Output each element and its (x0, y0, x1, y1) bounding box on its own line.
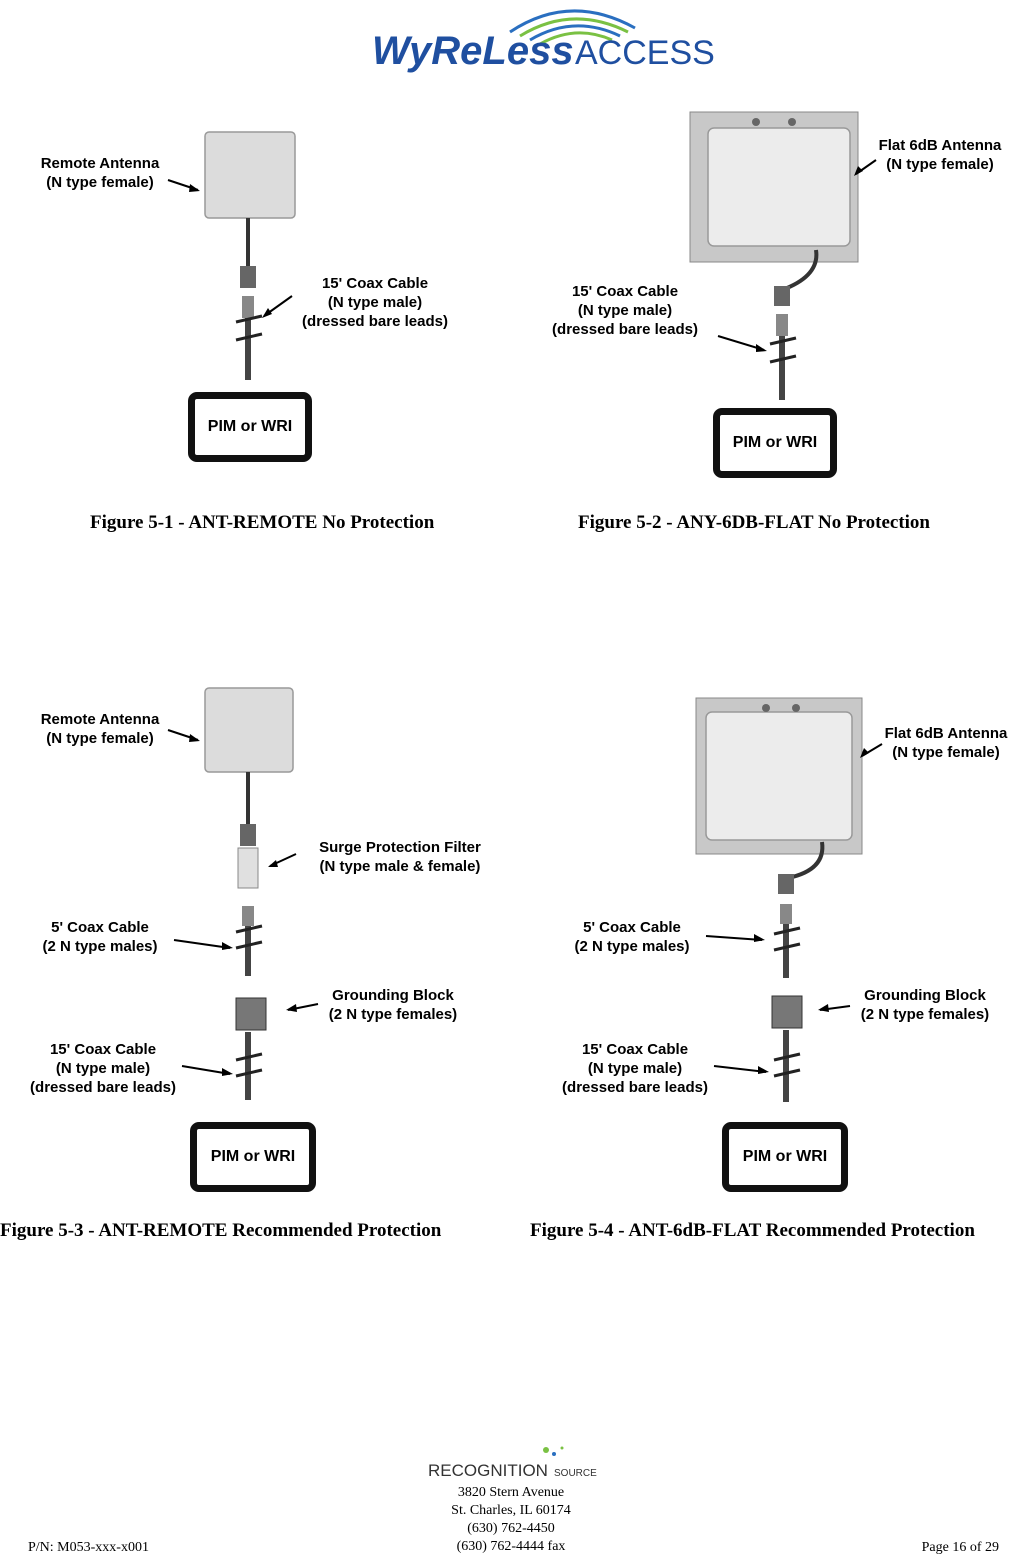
label-coax15-line2: (N type male) (55, 1060, 151, 1077)
logo-primary: WyReLess (372, 29, 574, 73)
label-ground-line2: (2 N type females) (328, 1006, 458, 1023)
label-ground-line2: (2 N type females) (860, 1006, 990, 1023)
label-coax-line2: (N type male) (327, 294, 423, 311)
caption-figure-5-3: Figure 5-3 - ANT-REMOTE Recommended Prot… (0, 1220, 442, 1241)
label-coax-line3: (dressed bare leads) (302, 313, 448, 330)
recognition-source-logo: RECOGNITION SOURCE (428, 1446, 597, 1480)
label-coax-line1: 15' Coax Cable (321, 275, 429, 292)
label-antenna-line2: (N type female) (886, 156, 994, 173)
antenna-diagram-3 (167, 687, 319, 1100)
connector-male (776, 314, 788, 336)
logo-secondary: SOURCE (554, 1468, 597, 1479)
figure-5-2: Flat 6dB Antenna (N type female) 15' Coa… (520, 100, 1020, 490)
grounding-block (771, 995, 803, 1029)
figure-5-3: Remote Antenna (N type female) Surge Pro… (0, 680, 510, 1200)
label-coax15-line1: 15' Coax Cable (49, 1041, 157, 1058)
pim-or-wri-box: PIM or WRI (722, 1122, 848, 1192)
figure-5-4: Flat 6dB Antenna (N type female) 5' Coax… (520, 690, 1020, 1200)
antenna-diagram-2 (689, 111, 877, 400)
caption-figure-5-4: Figure 5-4 - ANT-6dB-FLAT Recommended Pr… (530, 1220, 975, 1241)
pim-or-wri-box: PIM or WRI (190, 1122, 316, 1192)
label-antenna-line1: Remote Antenna (40, 711, 160, 728)
flat-antenna-body (705, 711, 853, 841)
logo-primary: RECOGNITION (428, 1461, 548, 1480)
label-coax15-line3: (dressed bare leads) (562, 1079, 708, 1096)
grounding-block (235, 997, 267, 1031)
footer-logo: RECOGNITION SOURCE (426, 1444, 606, 1484)
address-phone: (630) 762-4450 (467, 1521, 555, 1536)
label-coax-line2: (N type male) (577, 302, 673, 319)
label-antenna-line1: Remote Antenna (40, 155, 160, 172)
label-ground-line1: Grounding Block (864, 987, 986, 1004)
connector (778, 874, 794, 894)
label-antenna-line2: (N type female) (892, 744, 1000, 761)
remote-antenna-body (204, 131, 296, 219)
logo-secondary: ACCESS (575, 34, 715, 72)
caption-figure-5-1: Figure 5-1 - ANT-REMOTE No Protection (90, 512, 435, 533)
label-coax5-line2: (2 N type males) (574, 938, 690, 955)
connector (240, 824, 256, 846)
label-coax5-line1: 5' Coax Cable (51, 919, 149, 936)
label-coax5-line1: 5' Coax Cable (583, 919, 681, 936)
label-antenna-line2: (N type female) (46, 174, 154, 191)
connector-male (242, 296, 254, 318)
pim-or-wri-box: PIM or WRI (188, 392, 312, 462)
label-ground-line1: Grounding Block (332, 987, 454, 1004)
flat-antenna-body (707, 127, 851, 247)
label-coax15-line2: (N type male) (587, 1060, 683, 1077)
footer-page-number: Page 16 of 29 (921, 1540, 999, 1555)
connector (774, 286, 790, 306)
footer-address: 3820 Stern Avenue St. Charles, IL 60174 … (361, 1484, 661, 1556)
label-coax-line1: 15' Coax Cable (571, 283, 679, 300)
antenna-diagram-4 (695, 697, 883, 1102)
label-coax15-line3: (dressed bare leads) (30, 1079, 176, 1096)
footer-part-number: P/N: M053-xxx-x001 (28, 1540, 149, 1555)
caption-figure-5-2: Figure 5-2 - ANY-6DB-FLAT No Protection (578, 512, 931, 533)
antenna-diagram-1 (167, 131, 296, 380)
signal-arcs-graphic: WyReLess ACCESS (372, 9, 715, 73)
connector (240, 266, 256, 288)
address-street: 3820 Stern Avenue (457, 1485, 565, 1500)
label-antenna-line1: Flat 6dB Antenna (884, 725, 1008, 742)
label-surge-line1: Surge Protection Filter (319, 839, 481, 856)
surge-filter (237, 847, 259, 889)
label-coax15-line1: 15' Coax Cable (581, 1041, 689, 1058)
label-coax5-line2: (2 N type males) (42, 938, 158, 955)
header-logo: WyReLess ACCESS (360, 0, 730, 80)
label-antenna-line2: (N type female) (46, 730, 154, 747)
remote-antenna-body (204, 687, 294, 773)
address-fax: (630) 762-4444 fax (456, 1539, 566, 1554)
pim-or-wri-box: PIM or WRI (713, 408, 837, 478)
label-surge-line2: (N type male & female) (319, 858, 481, 875)
label-antenna-line1: Flat 6dB Antenna (878, 137, 1002, 154)
figure-5-1: Remote Antenna (N type female) 15' Coax … (0, 90, 510, 490)
label-coax-line3: (dressed bare leads) (552, 321, 698, 338)
address-city: St. Charles, IL 60174 (451, 1503, 571, 1518)
